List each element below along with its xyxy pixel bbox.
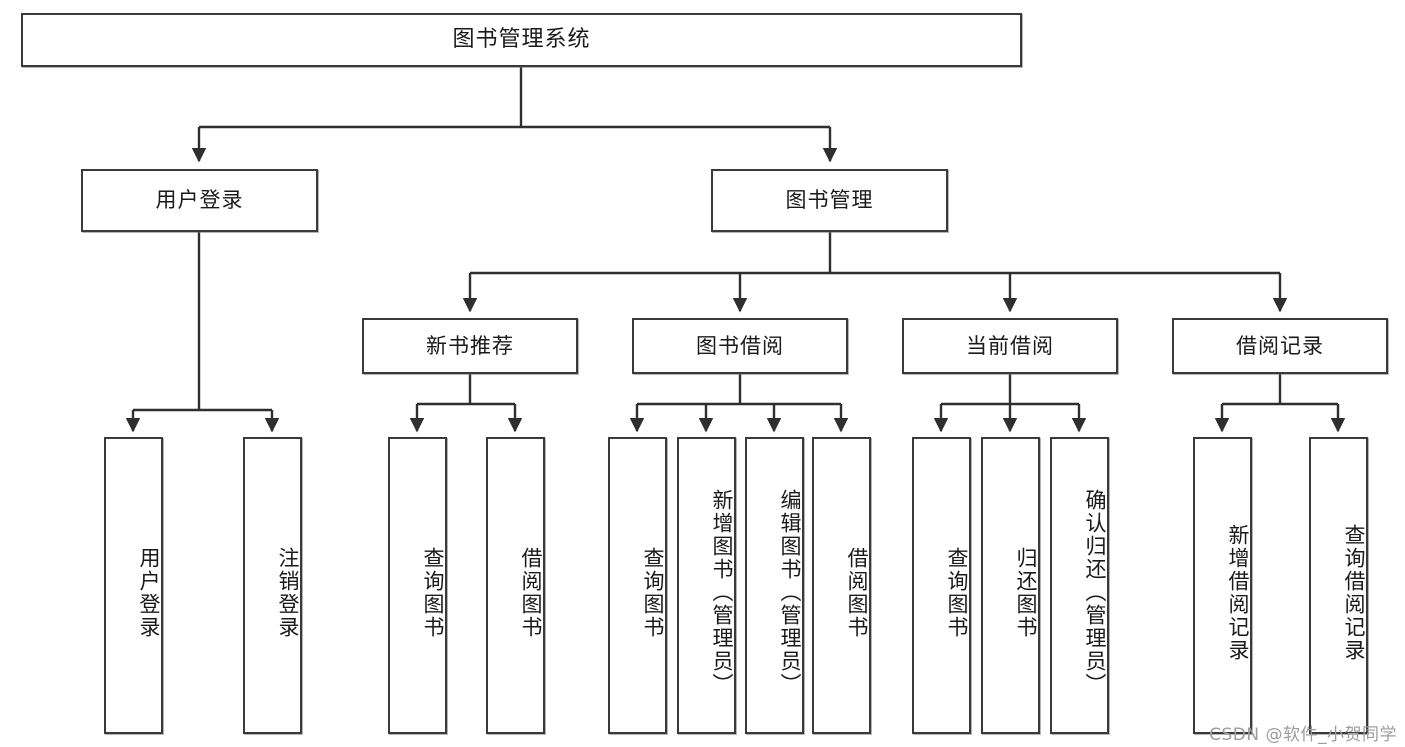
node-current-borrow[interactable]: 当前借阅 <box>902 318 1118 374</box>
leaf-borrow-add-book-admin-label: 新增图书（管理员） <box>710 489 734 696</box>
watermark-text: CSDN @软件_小贺同学 <box>1209 725 1397 745</box>
leaf-current-confirm-return-admin[interactable]: 确认归还（管理员） <box>1050 437 1109 734</box>
node-new-book-recommend-label: 新书推荐 <box>426 333 514 358</box>
leaf-borrow-query-book-label: 查询图书 <box>641 546 665 639</box>
node-root-system-label: 图书管理系统 <box>452 27 591 53</box>
leaf-borrow-edit-book-admin[interactable]: 编辑图书（管理员） <box>745 437 804 734</box>
leaf-user-login-label: 用户登录 <box>137 546 161 639</box>
leaf-borrow-add-book-admin[interactable]: 新增图书（管理员） <box>677 437 736 734</box>
leaf-records-query-record[interactable]: 查询借阅记录 <box>1309 437 1368 734</box>
leaf-recommend-query-book-label: 查询图书 <box>421 546 445 639</box>
leaf-borrow-query-book[interactable]: 查询图书 <box>608 437 667 734</box>
leaf-borrow-borrow-book[interactable]: 借阅图书 <box>812 437 871 734</box>
leaf-user-logout-label: 注销登录 <box>276 546 300 639</box>
leaf-records-add-record-label: 新增借阅记录 <box>1226 523 1250 662</box>
leaf-records-query-record-label: 查询借阅记录 <box>1342 523 1366 662</box>
leaf-records-add-record[interactable]: 新增借阅记录 <box>1193 437 1252 734</box>
node-borrow-records-label: 借阅记录 <box>1236 333 1324 358</box>
node-book-borrow-label: 图书借阅 <box>696 333 784 358</box>
leaf-borrow-edit-book-admin-label: 编辑图书（管理员） <box>778 489 802 696</box>
leaf-current-return-book[interactable]: 归还图书 <box>981 437 1040 734</box>
node-root-system[interactable]: 图书管理系统 <box>21 13 1022 67</box>
leaf-borrow-borrow-book-label: 借阅图书 <box>845 546 869 639</box>
leaf-current-query-book[interactable]: 查询图书 <box>912 437 971 734</box>
leaf-current-return-book-label: 归还图书 <box>1014 546 1038 639</box>
node-user-login[interactable]: 用户登录 <box>81 169 318 232</box>
node-book-management-label: 图书管理 <box>785 188 874 213</box>
node-book-management[interactable]: 图书管理 <box>711 169 948 232</box>
node-user-login-label: 用户登录 <box>155 188 244 213</box>
leaf-current-query-book-label: 查询图书 <box>945 546 969 639</box>
leaf-user-logout[interactable]: 注销登录 <box>243 437 302 734</box>
node-borrow-records[interactable]: 借阅记录 <box>1172 318 1388 374</box>
node-current-borrow-label: 当前借阅 <box>966 333 1054 358</box>
leaf-user-login[interactable]: 用户登录 <box>104 437 163 734</box>
node-book-borrow[interactable]: 图书借阅 <box>632 318 848 374</box>
leaf-recommend-borrow-book[interactable]: 借阅图书 <box>486 437 545 734</box>
leaf-recommend-query-book[interactable]: 查询图书 <box>388 437 447 734</box>
leaf-recommend-borrow-book-label: 借阅图书 <box>519 546 543 639</box>
node-new-book-recommend[interactable]: 新书推荐 <box>362 318 578 374</box>
leaf-current-confirm-return-admin-label: 确认归还（管理员） <box>1083 489 1107 696</box>
